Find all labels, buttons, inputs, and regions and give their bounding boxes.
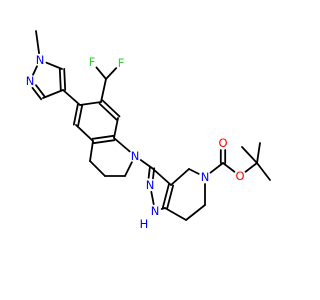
bond-a1-a2 xyxy=(72,103,84,127)
oxygen-label-Oes: O xyxy=(235,169,244,183)
bond-c3a-c4 xyxy=(170,168,190,186)
bond-a2-a3 xyxy=(75,124,94,142)
nitrogen-label-N1p: N xyxy=(151,204,160,218)
bond-c6-c7 xyxy=(185,204,206,221)
nitrogen-label-N5: N xyxy=(201,170,210,184)
bond-c4-N5 xyxy=(188,168,200,175)
fluorine-label-F1: F xyxy=(89,55,96,69)
bond-c3a-p3 xyxy=(151,167,172,186)
bond-a3-CH2 xyxy=(89,140,94,162)
nitrogen-label-N2p: N xyxy=(146,178,155,192)
bond-CF-F2 xyxy=(105,67,118,80)
bond-N2pz-C3pz xyxy=(31,84,46,101)
bond-N2p-N1p xyxy=(150,190,155,206)
bond-CF-F1 xyxy=(95,66,107,80)
bond-c7a-c3a xyxy=(161,183,175,210)
bond-Cq-Me2 xyxy=(256,162,271,181)
bond-CH2-CH3 xyxy=(89,160,106,177)
bond-a4-a5 xyxy=(113,117,119,139)
bond-layer xyxy=(31,30,271,221)
bond-Oes-Cq xyxy=(244,162,258,173)
bond-a6-CF xyxy=(100,78,107,103)
bond-Ccb-Ocb xyxy=(219,149,227,164)
bond-C3pz-C4pz xyxy=(42,89,64,99)
bond-Cq-Me1 xyxy=(256,142,261,164)
bond-C5pz-N1pz xyxy=(45,61,63,70)
bond-C4pz-C5pz xyxy=(58,67,67,92)
bond-N1pz-N2pz xyxy=(32,65,38,76)
bond-a3-a4 xyxy=(91,134,116,145)
bond-Ccb-Oes xyxy=(222,162,236,173)
bond-CH4-Nq xyxy=(124,161,133,177)
bond-N5-Ccb xyxy=(209,162,224,174)
bond-a5-a6 xyxy=(98,99,121,121)
nitrogen-label-N2pz: N xyxy=(26,74,35,88)
bond-a6-a1 xyxy=(79,101,102,106)
nitrogen-label-N1pz: N xyxy=(36,53,45,67)
bond-CMe-N1pz xyxy=(35,30,40,54)
oxygen-label-Ocb: O xyxy=(218,136,227,150)
bond-C4pz-a1 xyxy=(62,89,81,106)
hydrogen-label-H1p: H xyxy=(140,217,149,231)
nitrogen-label-Nq: N xyxy=(131,149,140,163)
fluorine-label-F2: F xyxy=(118,56,125,70)
bond-Nq-p3 xyxy=(139,159,153,169)
bond-Nq-a4 xyxy=(113,137,131,153)
bond-c7-c7a xyxy=(164,207,187,221)
bond-Cq-Me3 xyxy=(241,146,258,164)
